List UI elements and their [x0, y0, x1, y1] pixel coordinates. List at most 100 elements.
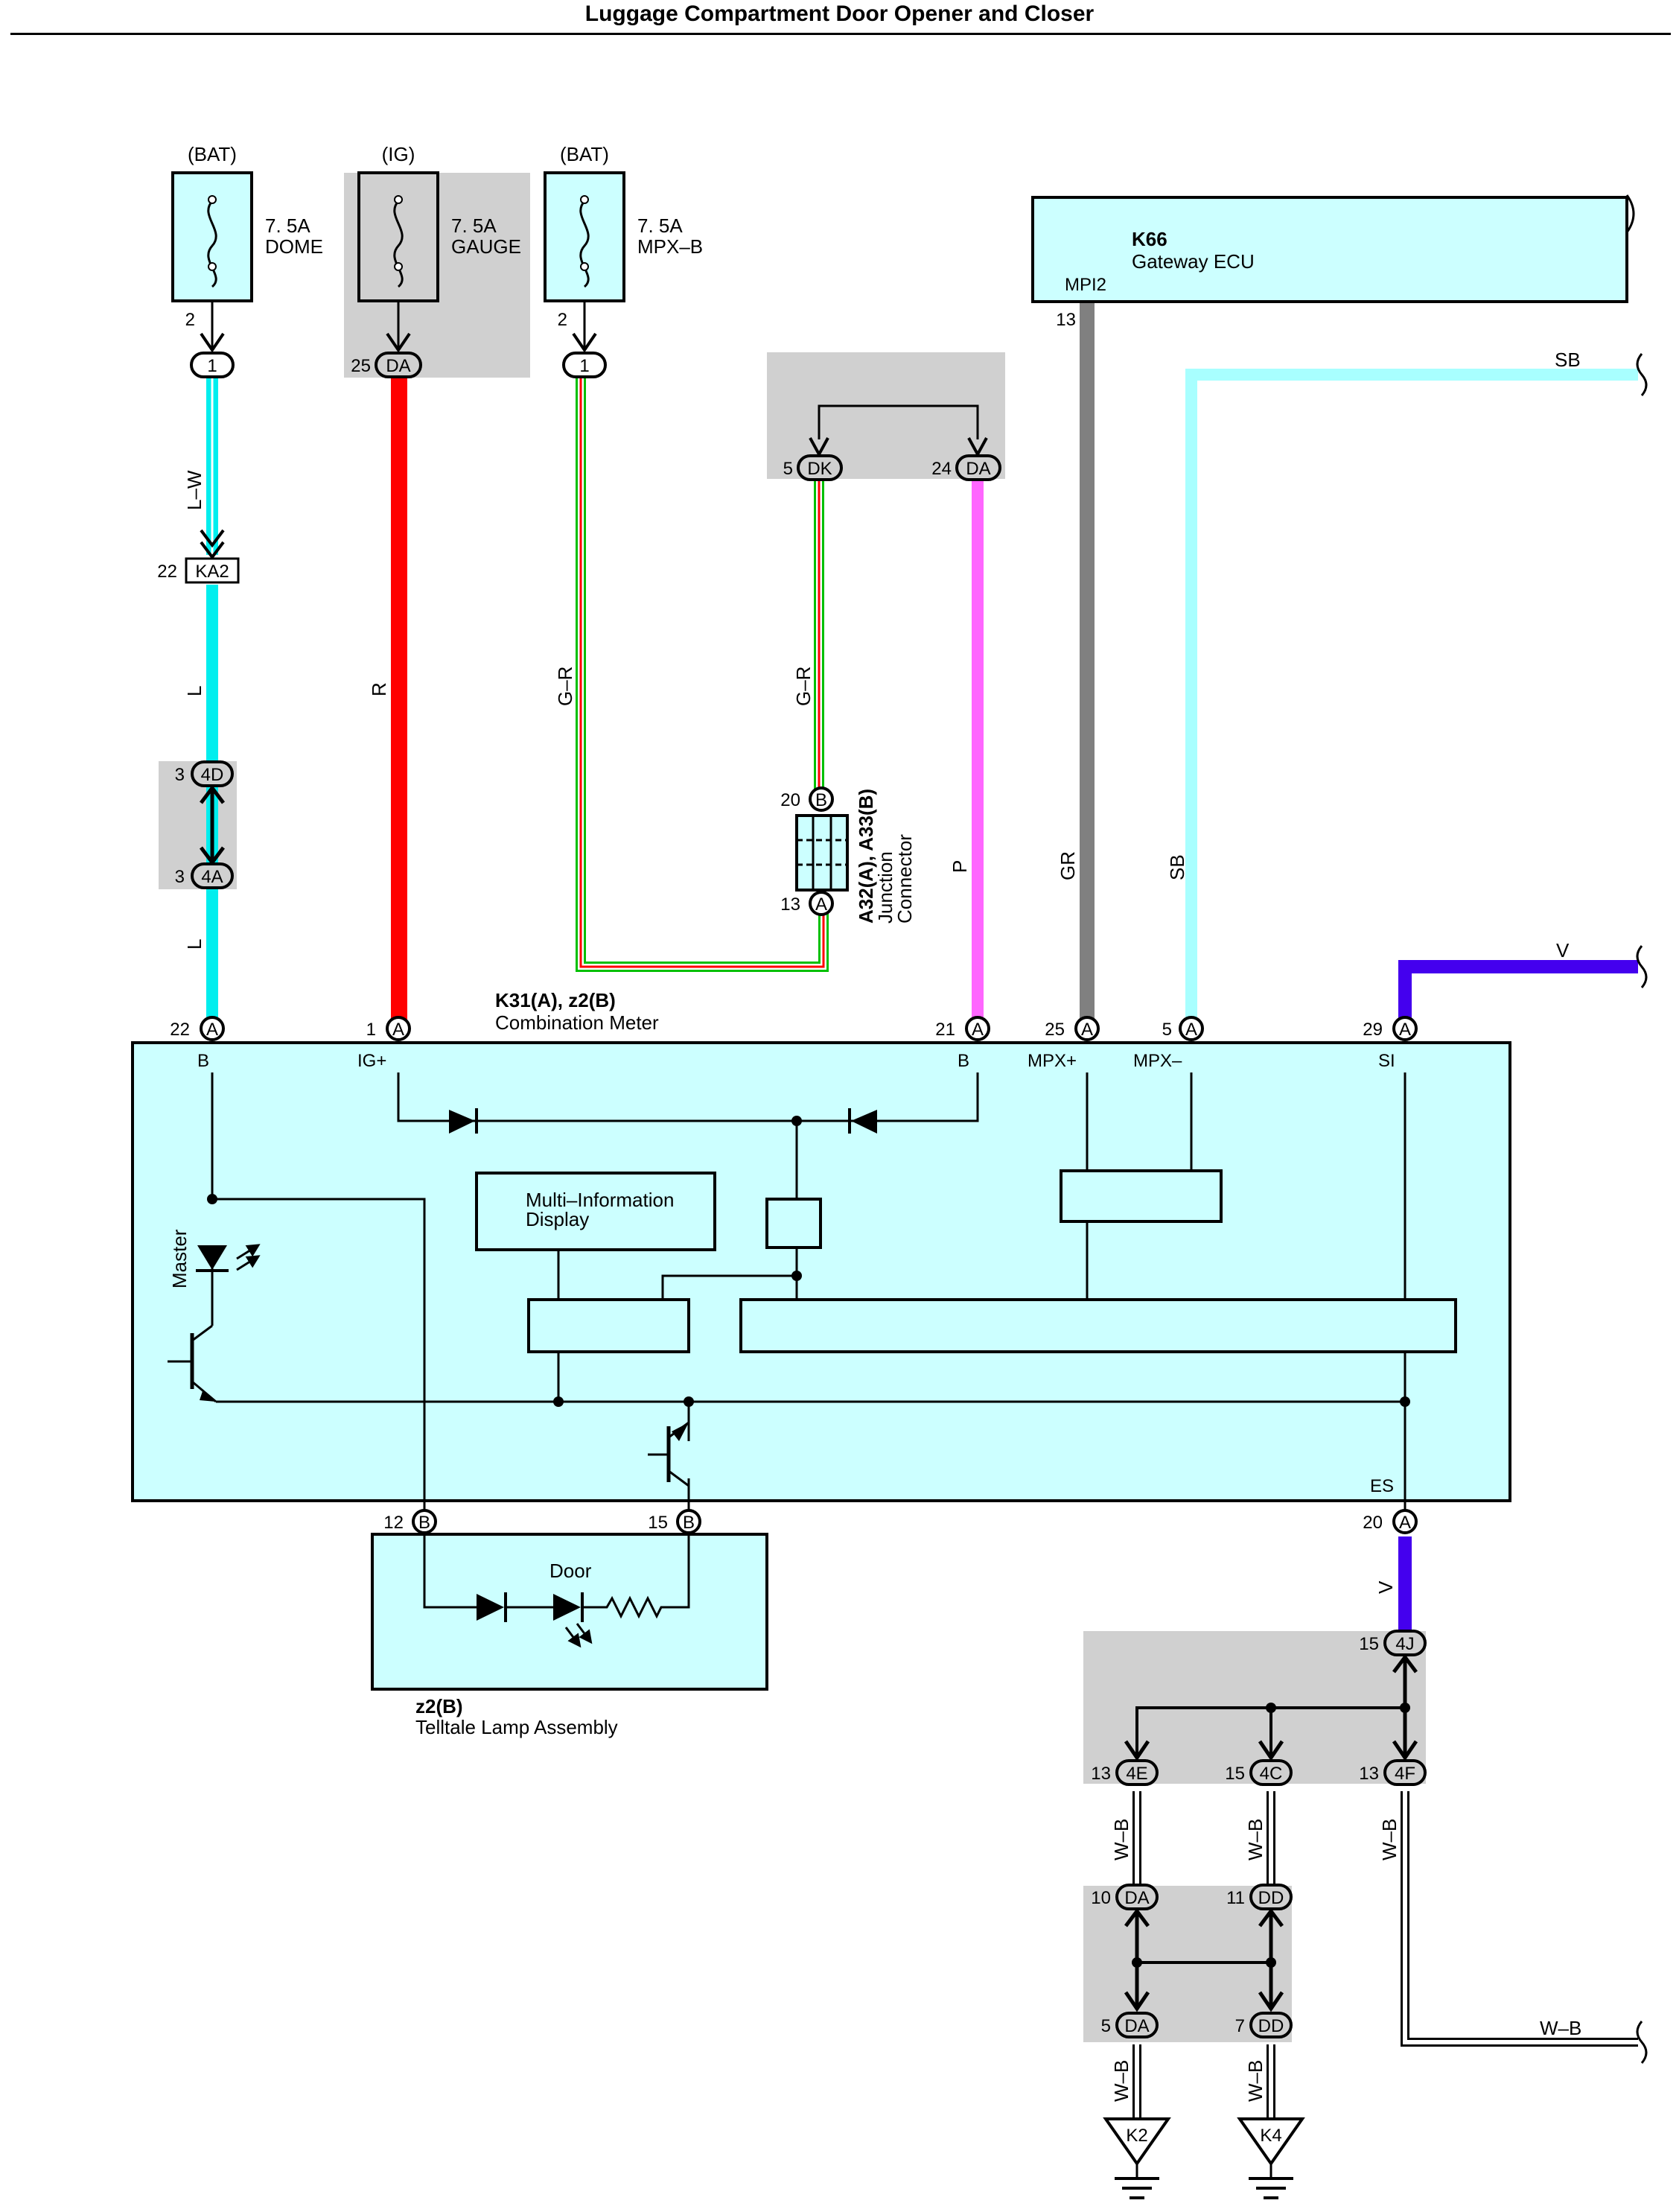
- svg-text:4F: 4F: [1395, 1764, 1415, 1784]
- svg-text:A: A: [392, 1020, 404, 1040]
- svg-text:ES: ES: [1370, 1476, 1394, 1496]
- svg-text:4C: 4C: [1260, 1764, 1283, 1784]
- jc-bottom-pin: 13: [780, 894, 800, 915]
- combination-meter: K31(A), z2(B) Combination Meter 22 A B 1…: [131, 989, 1511, 1534]
- display-driver-box: [527, 1298, 690, 1353]
- svg-text:A: A: [1081, 1020, 1093, 1040]
- meter-pin-b21: 21 A B: [935, 1016, 990, 1071]
- mid-label-1: Multi–Information: [526, 1189, 674, 1211]
- meter-code: K31(A), z2(B): [495, 989, 616, 1011]
- multi-info-display: [475, 1172, 716, 1251]
- master-led: Master: [168, 1229, 261, 1288]
- svg-text:13: 13: [1359, 1764, 1379, 1784]
- title-rule: [10, 33, 1671, 35]
- label-wire-v-bottom: V: [1374, 1580, 1397, 1594]
- svg-text:7: 7: [1235, 2016, 1245, 2036]
- mid-label-2: Display: [526, 1208, 589, 1230]
- svg-text:A: A: [1399, 1513, 1411, 1533]
- svg-text:MPX+: MPX+: [1028, 1051, 1077, 1071]
- page-title: Luggage Compartment Door Opener and Clos…: [584, 1, 1095, 26]
- meter-pin-b15: 15 B: [648, 1509, 701, 1534]
- wire-r: [391, 376, 407, 1028]
- svg-text:A: A: [972, 1020, 984, 1040]
- svg-text:1: 1: [366, 1020, 376, 1040]
- label-wire-r: R: [368, 682, 390, 696]
- svg-text:15: 15: [1225, 1764, 1245, 1784]
- jc-code: A32(A), A33(B): [855, 789, 877, 924]
- svg-text:29: 29: [1363, 1020, 1383, 1040]
- svg-text:SI: SI: [1378, 1051, 1395, 1071]
- ground-k2: K2: [1103, 2117, 1171, 2199]
- bottom-junction-block: 10 DA 11 DD 5 DA 7 DD: [1091, 1884, 1293, 2038]
- svg-text:15: 15: [1359, 1634, 1379, 1654]
- label-wire-l-2: L: [183, 939, 206, 950]
- svg-text:B: B: [683, 1513, 695, 1533]
- svg-text:A: A: [1185, 1020, 1197, 1040]
- gateway-code: K66: [1132, 228, 1167, 250]
- label-wire-sb-vertical: SB: [1166, 854, 1188, 880]
- ka2-pin: 22: [157, 562, 177, 582]
- jc-top-pin: 20: [780, 790, 800, 810]
- svg-text:K4: K4: [1260, 2126, 1281, 2146]
- svg-text:IG+: IG+: [357, 1051, 386, 1071]
- telltale-code: z2(B): [415, 1695, 463, 1717]
- label-wire-p: P: [949, 860, 971, 873]
- fuse-mpxb: (BAT) 7. 5A MPX–B 2 1: [544, 143, 703, 378]
- gateway-name: Gateway ECU: [1132, 250, 1255, 273]
- fuse-gauge-rating: 7. 5A: [451, 214, 497, 237]
- svg-text:22: 22: [170, 1020, 190, 1040]
- fuse-dome-rating: 7. 5A: [265, 214, 310, 237]
- meter-pin-mpx-minus: 5 A MPX–: [1133, 1016, 1204, 1071]
- meter-pin-es: 20 A ES: [1363, 1476, 1418, 1534]
- telltale-name: Telltale Lamp Assembly: [415, 1716, 618, 1738]
- label-wire-wb-4: W–B: [1540, 2017, 1581, 2039]
- break-v: [1636, 945, 1648, 988]
- label-wire-wb-2: W–B: [1244, 1819, 1267, 1860]
- svg-text:A: A: [206, 1020, 218, 1040]
- top-jb-right-pin: 24: [931, 459, 952, 479]
- jb-4d-4a: 3 4D 3 4A: [175, 760, 234, 889]
- svg-text:10: 10: [1091, 1888, 1111, 1908]
- svg-text:A: A: [1399, 1020, 1411, 1040]
- label-wire-l-1: L: [183, 686, 206, 696]
- fuse-mpxb-rating: 7. 5A: [637, 214, 683, 237]
- telltale-door-label: Door: [549, 1560, 592, 1582]
- fuse-mpxb-supply: (BAT): [560, 143, 609, 165]
- break-wb: [1636, 2021, 1648, 2064]
- jc-name-1: Junction: [874, 851, 896, 924]
- wire-wb-group: [1132, 1791, 1638, 2119]
- junction-connector: 20 B 13 A A32(A), A33(B) Junction Connec…: [780, 786, 916, 924]
- top-jb-left-conn: DK: [807, 459, 832, 479]
- fuse-dome-conn: 1: [207, 356, 217, 376]
- master-transistor: [168, 1333, 216, 1402]
- svg-text:MPX–: MPX–: [1133, 1051, 1182, 1071]
- mpx-interface-box: [1060, 1169, 1223, 1223]
- label-wire-lw: L–W: [183, 470, 206, 510]
- meter-pin-mpx-plus: 25 A MPX+: [1028, 1016, 1100, 1071]
- fuse-gauge: (IG) 7. 5A GAUGE 25 DA: [351, 143, 521, 378]
- svg-text:25: 25: [1045, 1020, 1065, 1040]
- jc-name-2: Connector: [893, 834, 916, 924]
- master-label: Master: [168, 1229, 191, 1288]
- svg-text:DA: DA: [1124, 2016, 1149, 2036]
- fuse-gauge-name: GAUGE: [451, 235, 521, 258]
- svg-text:DD: DD: [1258, 1888, 1284, 1908]
- jb-4d-conn: 4D: [201, 765, 224, 785]
- svg-text:DD: DD: [1258, 2016, 1284, 2036]
- telltale-lamp-assembly: Door z2(B) Telltale Lamp Assembly: [371, 1533, 768, 1738]
- meter-pin-si: 29 A SI: [1363, 1016, 1418, 1071]
- gateway-pin: 13: [1056, 310, 1076, 330]
- svg-text:20: 20: [1363, 1513, 1383, 1533]
- ka2-conn: KA2: [195, 562, 229, 582]
- svg-text:5: 5: [1101, 2016, 1111, 2036]
- gateway-ecu: K66 Gateway ECU MPI2 13: [1031, 196, 1628, 330]
- label-wire-wb-3: W–B: [1378, 1819, 1401, 1860]
- jb-4a-pin: 3: [175, 867, 185, 887]
- svg-text:K2: K2: [1126, 2126, 1147, 2146]
- label-wire-sb: SB: [1555, 349, 1581, 371]
- svg-text:12: 12: [383, 1513, 404, 1533]
- meter-pin-b12: 12 B: [383, 1509, 437, 1534]
- door-transistor: [648, 1421, 689, 1487]
- cpu-box: [739, 1298, 1457, 1353]
- ground-k4: K4: [1237, 2117, 1305, 2199]
